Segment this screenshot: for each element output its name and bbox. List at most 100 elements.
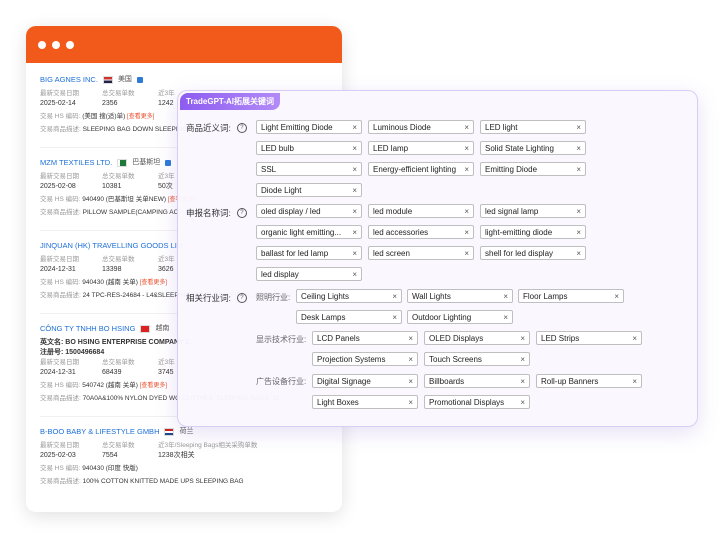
view-more-link[interactable]: [查看更多] (139, 280, 168, 286)
keyword-chip[interactable]: Wall Lights× (407, 289, 513, 303)
keyword-chip[interactable]: LED bulb× (256, 141, 362, 155)
keyword-chip[interactable]: Light Boxes× (312, 395, 418, 409)
registration-number: 注册号: 1500496684 (40, 349, 105, 356)
field-label: 近3年 (158, 173, 175, 180)
close-icon[interactable]: × (352, 164, 357, 174)
company-link[interactable]: B-BOO BABY & LIFESTYLE GMBH (40, 427, 160, 436)
country-label: 巴基斯坦 (132, 159, 161, 166)
keyword-chip[interactable]: Desk Lamps× (296, 310, 402, 324)
keyword-chip[interactable]: Digital Signage× (312, 374, 418, 388)
field-label: 总交易单数 (102, 90, 135, 97)
keyword-chip[interactable]: LCD Panels× (312, 331, 418, 345)
keyword-chip[interactable]: shell for led display× (480, 246, 586, 260)
close-icon[interactable]: × (464, 122, 469, 132)
tag-icon (136, 77, 143, 83)
close-icon[interactable]: × (352, 122, 357, 132)
keyword-chip[interactable]: organic light emitting...× (256, 225, 362, 239)
close-icon[interactable]: × (576, 122, 581, 132)
keyword-chip[interactable]: Floor Lamps× (518, 289, 624, 303)
field-value: 3626 (158, 266, 174, 273)
close-icon[interactable]: × (408, 333, 413, 343)
close-icon[interactable]: × (520, 376, 525, 386)
close-icon[interactable]: × (520, 333, 525, 343)
keyword-chip[interactable]: LED Strips× (536, 331, 642, 345)
keyword-chip[interactable]: Touch Screens× (424, 352, 530, 366)
keyword-chip[interactable]: ballast for led lamp× (256, 246, 362, 260)
keyword-chip[interactable]: led display× (256, 267, 362, 281)
close-icon[interactable]: × (408, 354, 413, 364)
keyword-chip[interactable]: Luminous Diode× (368, 120, 474, 134)
close-icon[interactable]: × (352, 185, 357, 195)
close-icon[interactable]: × (352, 206, 357, 216)
close-icon[interactable]: × (408, 397, 413, 407)
keyword-chip[interactable]: Promotional Displays× (424, 395, 530, 409)
view-more-link[interactable]: [查看更多] (139, 383, 168, 389)
close-icon[interactable]: × (464, 164, 469, 174)
window-titlebar (26, 26, 342, 63)
close-icon[interactable]: × (520, 354, 525, 364)
close-icon[interactable]: × (576, 206, 581, 216)
close-icon[interactable]: × (464, 248, 469, 258)
field-label: 最新交易日期 (40, 90, 79, 97)
keyword-chip[interactable]: led signal lamp× (480, 204, 586, 218)
keyword-chip[interactable]: Emitting Diode× (480, 162, 586, 176)
close-icon[interactable]: × (464, 227, 469, 237)
close-icon[interactable]: × (352, 227, 357, 237)
english-name: 英文名: BO HSING ENTERPRISE COMPANY L (40, 339, 190, 346)
help-icon[interactable]: ? (236, 208, 247, 218)
field-value: 50次 (158, 183, 173, 190)
close-icon[interactable]: × (352, 143, 357, 153)
keyword-chip[interactable]: Diode Light× (256, 183, 362, 197)
synonyms-label: 商品近义词: (186, 123, 231, 133)
keyword-chip[interactable]: Solid State Lighting× (480, 141, 586, 155)
close-icon[interactable]: × (576, 164, 581, 174)
field-value: 1242 (158, 100, 174, 107)
close-icon[interactable]: × (632, 333, 637, 343)
keyword-chip[interactable]: Energy-efficient lighting× (368, 162, 474, 176)
close-icon[interactable]: × (503, 291, 508, 301)
close-icon[interactable]: × (464, 143, 469, 153)
keyword-chip[interactable]: led module× (368, 204, 474, 218)
close-icon[interactable]: × (408, 376, 413, 386)
field-label: 近3年 (158, 256, 175, 263)
keyword-chip[interactable]: Outdoor Lighting× (407, 310, 513, 324)
company-link[interactable]: BIG AGNES INC. (40, 75, 98, 84)
keyword-chip[interactable]: Roll-up Banners× (536, 374, 642, 388)
keyword-chip[interactable]: led accessories× (368, 225, 474, 239)
keyword-chip[interactable]: Projection Systems× (312, 352, 418, 366)
hs-value: 540742 (越南 关单) (82, 382, 138, 389)
close-icon[interactable]: × (352, 269, 357, 279)
keyword-chip[interactable]: Ceiling Lights× (296, 289, 402, 303)
close-icon[interactable]: × (576, 227, 581, 237)
company-link[interactable]: JINQUAN (HK) TRAVELLING GOODS LIM (40, 241, 184, 250)
view-more-link[interactable]: [查看更多] (127, 114, 155, 120)
close-icon[interactable]: × (503, 312, 508, 322)
field-label: 最新交易日期 (40, 256, 79, 263)
keyword-chip[interactable]: LED light× (480, 120, 586, 134)
keyword-chip[interactable]: SSL× (256, 162, 362, 176)
close-icon[interactable]: × (520, 397, 525, 407)
tag-icon (165, 160, 172, 166)
keyword-chip[interactable]: LED lamp× (368, 141, 474, 155)
close-icon[interactable]: × (392, 312, 397, 322)
close-icon[interactable]: × (352, 248, 357, 258)
close-icon[interactable]: × (614, 291, 619, 301)
help-icon[interactable]: ? (236, 293, 247, 303)
close-icon[interactable]: × (392, 291, 397, 301)
help-icon[interactable]: ? (236, 123, 247, 133)
close-icon[interactable]: × (576, 248, 581, 258)
close-icon[interactable]: × (464, 206, 469, 216)
keyword-chip[interactable]: led screen× (368, 246, 474, 260)
desc-label: 交易商品描述: (40, 395, 81, 402)
keyword-chip[interactable]: oled display / led× (256, 204, 362, 218)
close-icon[interactable]: × (632, 376, 637, 386)
keyword-chip[interactable]: Billboards× (424, 374, 530, 388)
desc-label: 交易商品描述: (40, 292, 81, 299)
keyword-chip[interactable]: light-emitting diode× (480, 225, 586, 239)
close-icon[interactable]: × (576, 143, 581, 153)
hs-label: 交易 HS 编码: (40, 113, 81, 120)
company-link[interactable]: MZM TEXTILES LTD. (40, 158, 113, 167)
keyword-chip[interactable]: OLED Displays× (424, 331, 530, 345)
company-link[interactable]: CÔNG TY TNHH BO HSING (40, 324, 136, 333)
keyword-chip[interactable]: Light Emitting Diode× (256, 120, 362, 134)
